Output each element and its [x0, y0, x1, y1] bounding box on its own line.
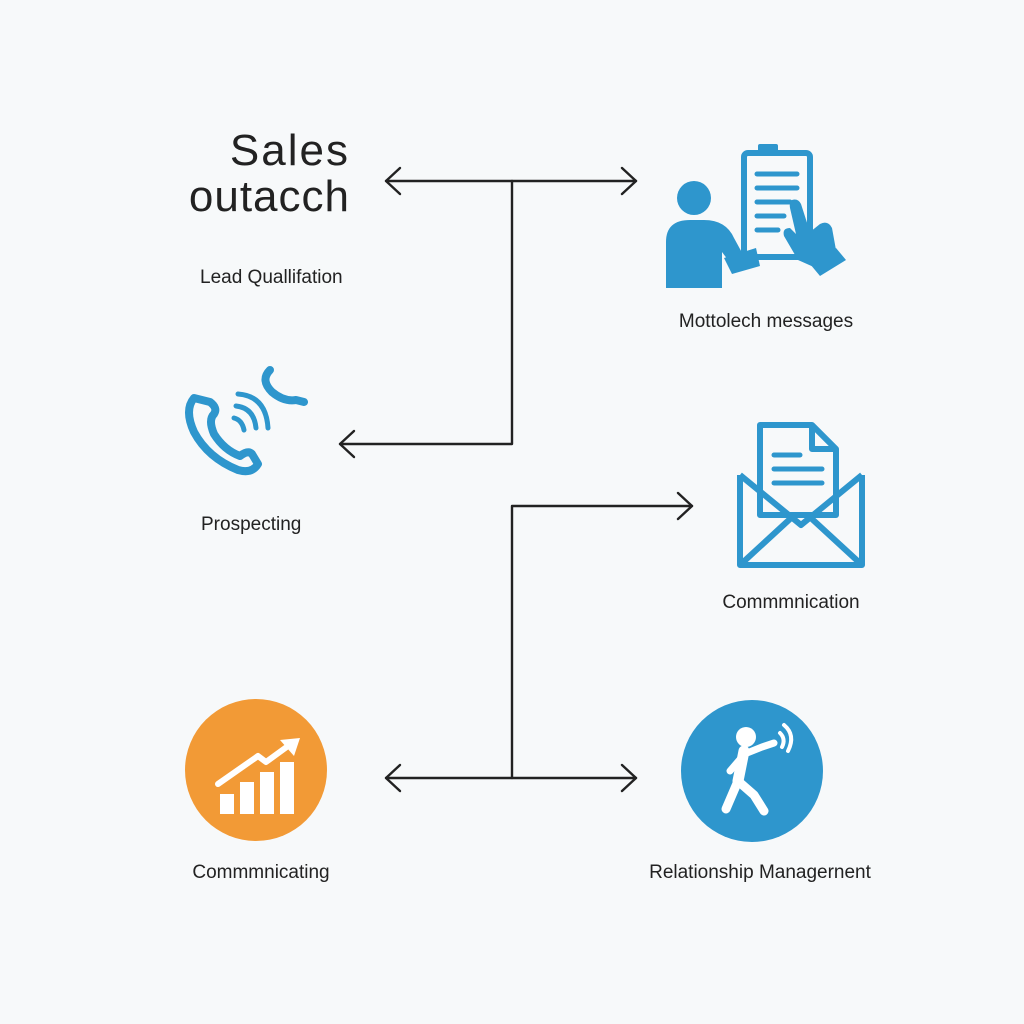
connector-lower-branch [510, 504, 694, 780]
growth-chart-icon [185, 699, 327, 841]
node-label-lead: Lead Quallifation [200, 267, 343, 288]
arrowhead-left-bottom [384, 763, 402, 793]
person-clipboard-icon [666, 144, 846, 288]
arrowhead-left-mid [338, 429, 356, 459]
arrowhead-right-top [620, 166, 638, 196]
node-label-prospecting: Prospecting [201, 514, 302, 535]
title-line-1: Sales [229, 126, 350, 175]
arrowhead-right-bottom [620, 763, 638, 793]
title-line-2: outacch [188, 172, 350, 221]
arrowhead-left-top [384, 166, 402, 196]
diagram-title: Sales outacch [150, 128, 350, 220]
arrowhead-right-mid [676, 491, 694, 521]
envelope-document-icon [737, 422, 865, 568]
phone-call-icon [185, 366, 308, 476]
connector-upper-branch [338, 179, 514, 446]
node-label-communicating: Commmnicating [192, 862, 330, 883]
node-label-communication: Commmnication [722, 592, 860, 613]
node-label-relationship: Relationship Managernent [649, 862, 871, 883]
node-label-messages: Mottolech messages [678, 311, 854, 332]
walking-person-icon [681, 700, 823, 842]
